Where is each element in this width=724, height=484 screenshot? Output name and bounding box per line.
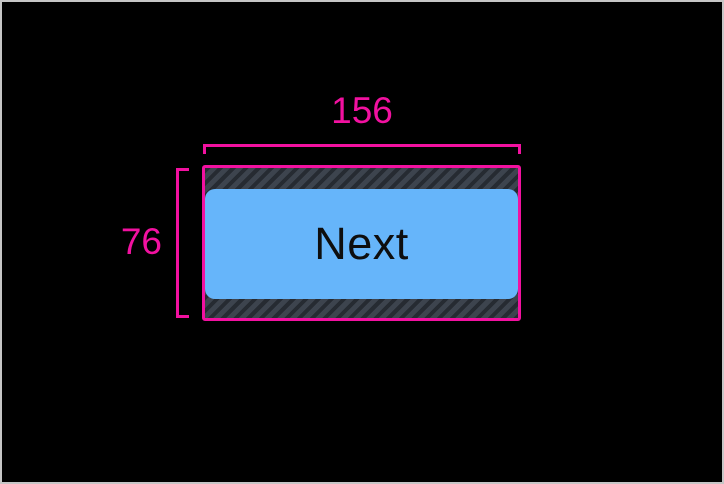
height-measure-bracket <box>176 168 189 318</box>
width-dimension-label: 156 <box>331 90 393 131</box>
width-measure-bracket <box>203 144 521 154</box>
next-button[interactable]: Next <box>205 189 518 299</box>
selection-bounds-overlay: Next <box>202 165 521 321</box>
height-dimension-label: 76 <box>120 221 162 262</box>
